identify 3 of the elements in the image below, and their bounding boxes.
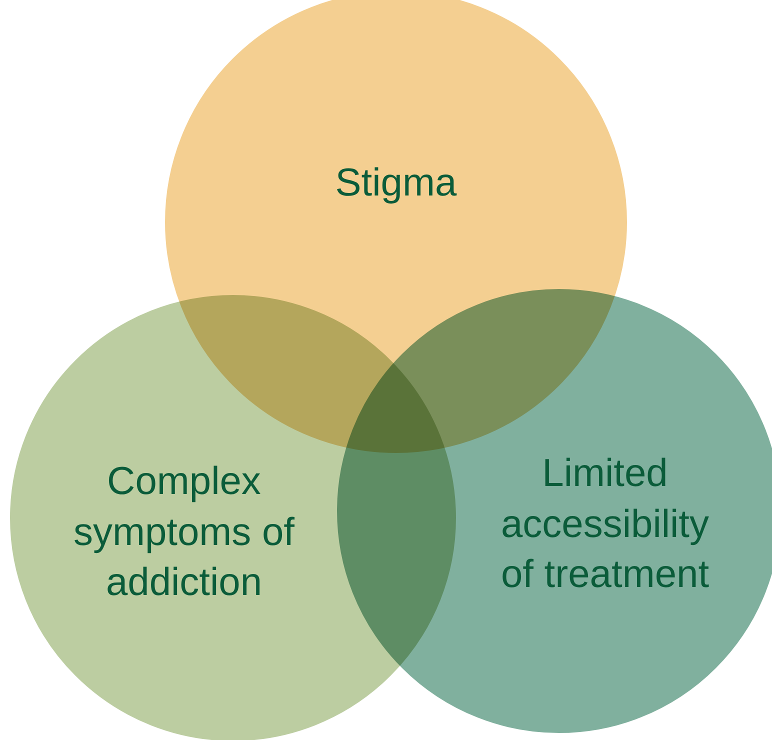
circle-label: Stigma xyxy=(334,160,458,207)
circle-label: Limited accessibility of treatment xyxy=(500,450,710,598)
circle-label: Complex symptoms of addiction xyxy=(72,458,296,606)
